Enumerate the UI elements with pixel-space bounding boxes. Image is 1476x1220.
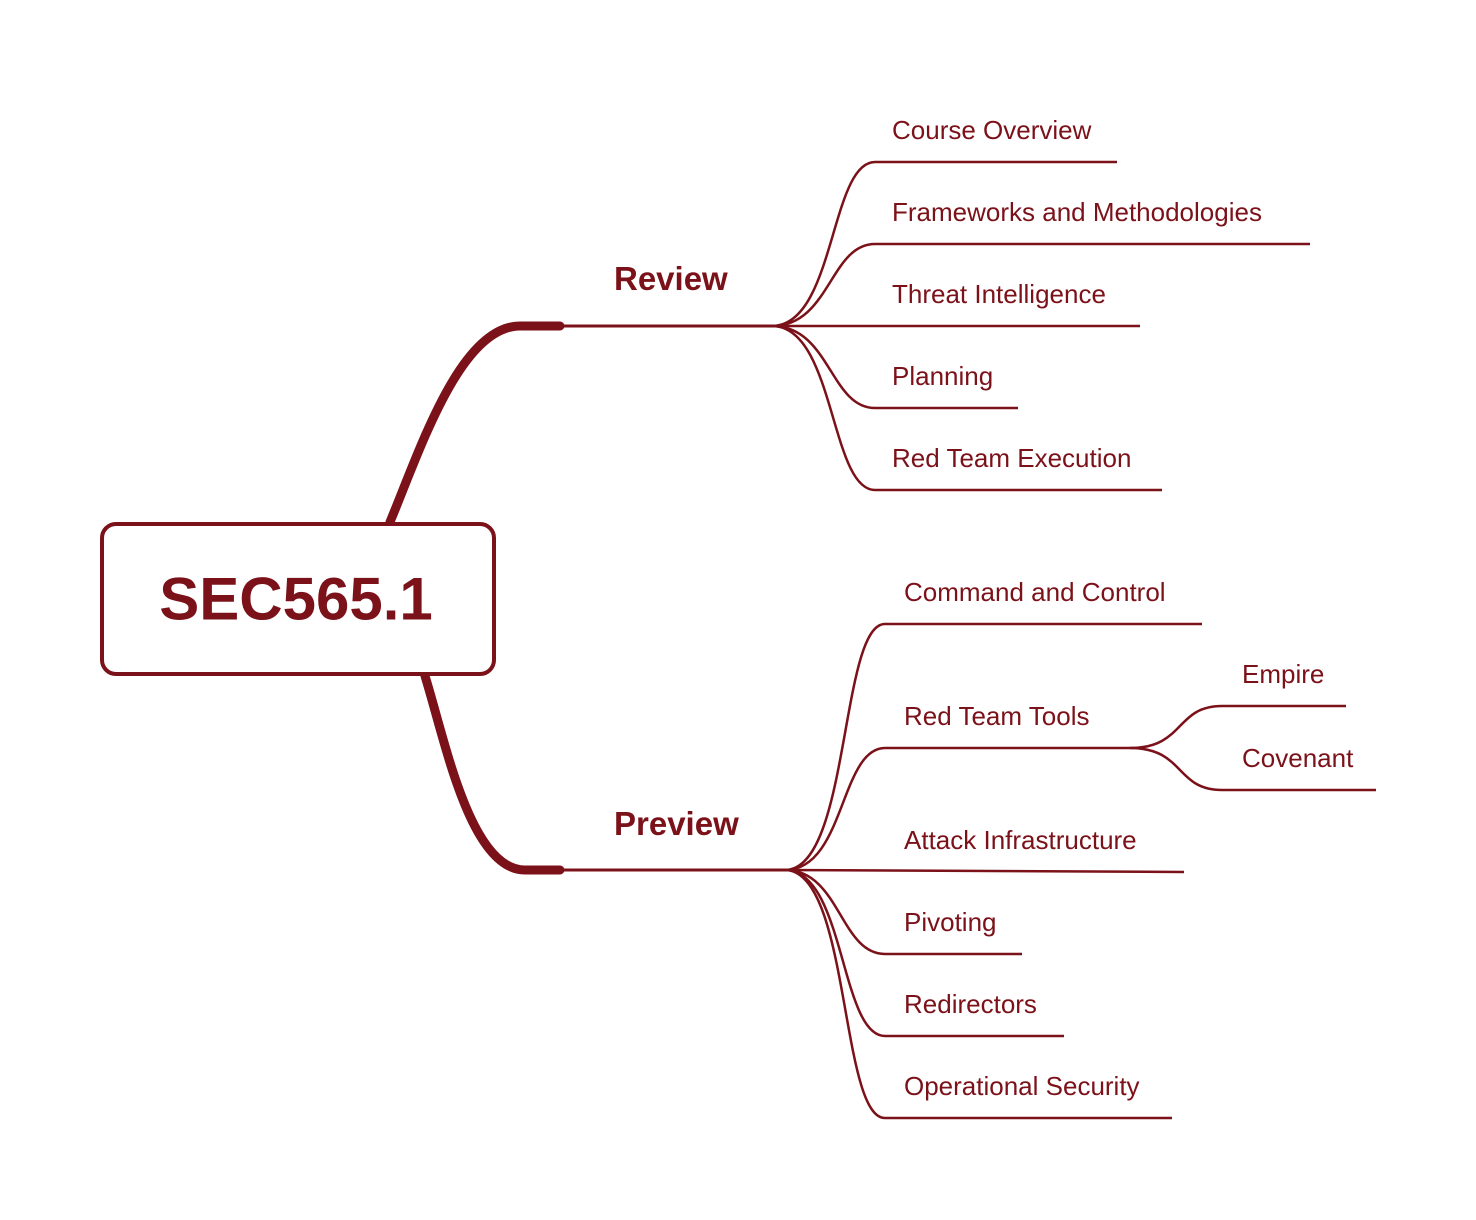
- connector-planning: [771, 324, 1018, 410]
- connector-covenant: [1129, 746, 1376, 792]
- connector-redirectors: [784, 868, 1064, 1038]
- leaf-threat-intelligence[interactable]: Threat Intelligence: [892, 279, 1106, 309]
- leaf-frameworks-methodologies[interactable]: Frameworks and Methodologies: [892, 197, 1262, 227]
- connector-red-team-execution: [771, 324, 1162, 492]
- leaf-attack-infrastructure[interactable]: Attack Infrastructure: [904, 825, 1137, 855]
- connector-attack-infra: [784, 868, 1185, 874]
- root-node-label: SEC565.1: [159, 566, 433, 633]
- connector-red-team-tools: [784, 746, 1130, 872]
- leaf-pivoting[interactable]: Pivoting: [904, 907, 997, 937]
- connector-pivoting: [784, 868, 1022, 956]
- leaf-command-and-control[interactable]: Command and Control: [904, 577, 1166, 607]
- root-node-box: [100, 522, 496, 676]
- leaf-covenant[interactable]: Covenant: [1242, 743, 1354, 773]
- leaf-operational-security[interactable]: Operational Security: [904, 1071, 1140, 1101]
- connector-root-preview: [420, 671, 565, 875]
- leaf-red-team-execution[interactable]: Red Team Execution: [892, 443, 1131, 473]
- leaf-course-overview[interactable]: Course Overview: [892, 115, 1092, 145]
- leaf-red-team-tools[interactable]: Red Team Tools: [904, 701, 1089, 731]
- leaf-redirectors[interactable]: Redirectors: [904, 989, 1037, 1019]
- connector-command-control: [784, 622, 1202, 872]
- branch-preview-label[interactable]: Preview: [614, 805, 739, 842]
- connector-root-review: [385, 321, 565, 527]
- connector-empire: [1129, 704, 1346, 750]
- leaf-empire[interactable]: Empire: [1242, 659, 1324, 689]
- connector-course-overview: [771, 160, 1117, 328]
- connector-frameworks: [771, 242, 1310, 328]
- leaf-planning[interactable]: Planning: [892, 361, 993, 391]
- connector-opsec: [784, 868, 1172, 1120]
- root-node[interactable]: SEC565.1: [100, 522, 496, 676]
- branch-review-label[interactable]: Review: [614, 260, 728, 297]
